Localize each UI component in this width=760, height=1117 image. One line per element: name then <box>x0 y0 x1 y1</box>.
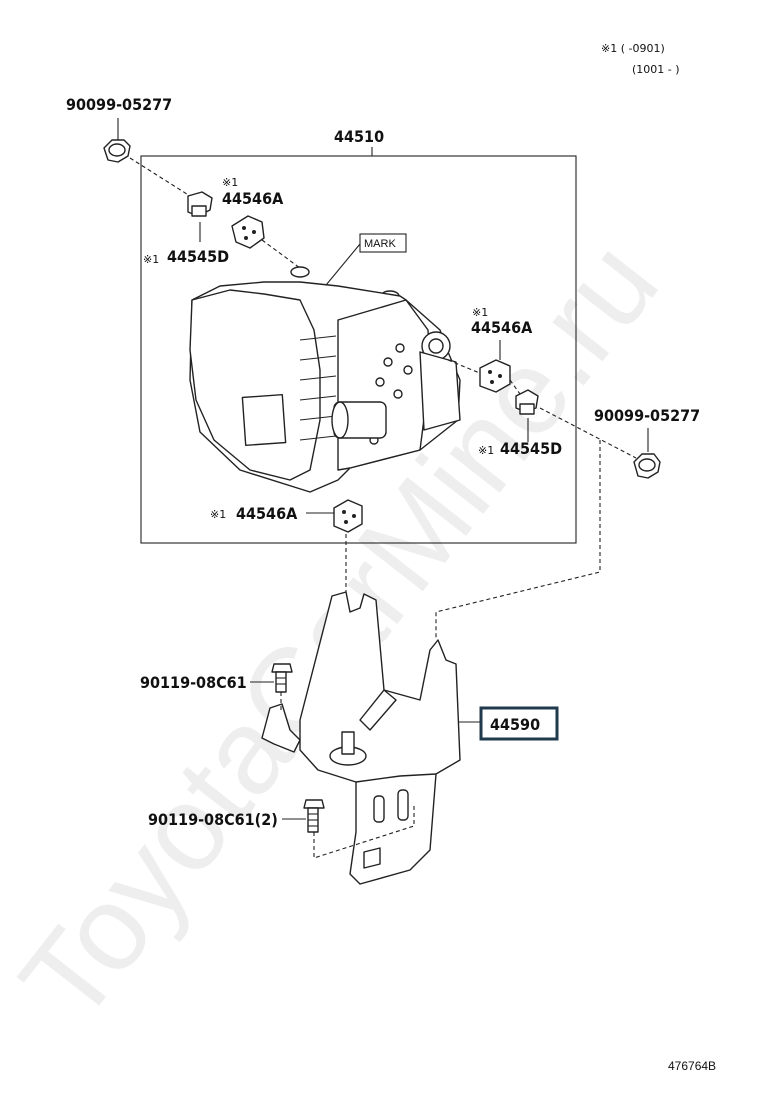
flange-bolt-icon <box>633 453 661 479</box>
label-44590-box <box>479 706 559 741</box>
flange-bolt-icon <box>303 799 325 833</box>
rubber-cushion-icon <box>333 499 363 533</box>
bracket-icon <box>261 591 461 885</box>
note-mark-44546A-right: ※1 <box>472 306 488 319</box>
label-90099-05277-right[interactable]: 90099-05277 <box>594 406 700 425</box>
mark-label-box <box>359 233 407 253</box>
image-code: 476764B <box>668 1059 716 1073</box>
collar-icon <box>187 191 213 217</box>
label-44545D-right[interactable]: 44545D <box>500 439 562 458</box>
label-44545D-top[interactable]: 44545D <box>167 247 229 266</box>
label-44546A-bottom[interactable]: 44546A <box>236 504 298 523</box>
abs-actuator-icon <box>189 266 461 493</box>
collar-icon <box>515 389 539 415</box>
label-44590[interactable]: 44590 <box>490 715 540 734</box>
label-90119-08C61-2[interactable]: 90119-08C61(2) <box>148 810 278 829</box>
label-90099-05277-top[interactable]: 90099-05277 <box>66 95 172 114</box>
label-44510[interactable]: 44510 <box>334 127 384 146</box>
mark-label: MARK <box>364 238 396 250</box>
label-90119-08C61[interactable]: 90119-08C61 <box>140 673 247 692</box>
note-mark-44546A-top: ※1 <box>222 176 238 189</box>
flange-bolt-icon <box>103 139 131 163</box>
abs-unit-outline-box <box>140 155 577 544</box>
label-44546A-top[interactable]: 44546A <box>222 189 284 208</box>
note-mark-44545D-right: ※1 <box>478 444 494 457</box>
label-44546A-right[interactable]: 44546A <box>471 318 533 337</box>
note-mark-44546A-bottom: ※1 <box>210 508 226 521</box>
rubber-cushion-icon <box>479 359 511 393</box>
footnote-line-1: ※1 ( -0901) <box>601 42 665 55</box>
footnote-line-2: (1001 - ) <box>632 63 680 76</box>
note-mark-44545D-top: ※1 <box>143 253 159 266</box>
rubber-cushion-icon <box>231 215 265 249</box>
